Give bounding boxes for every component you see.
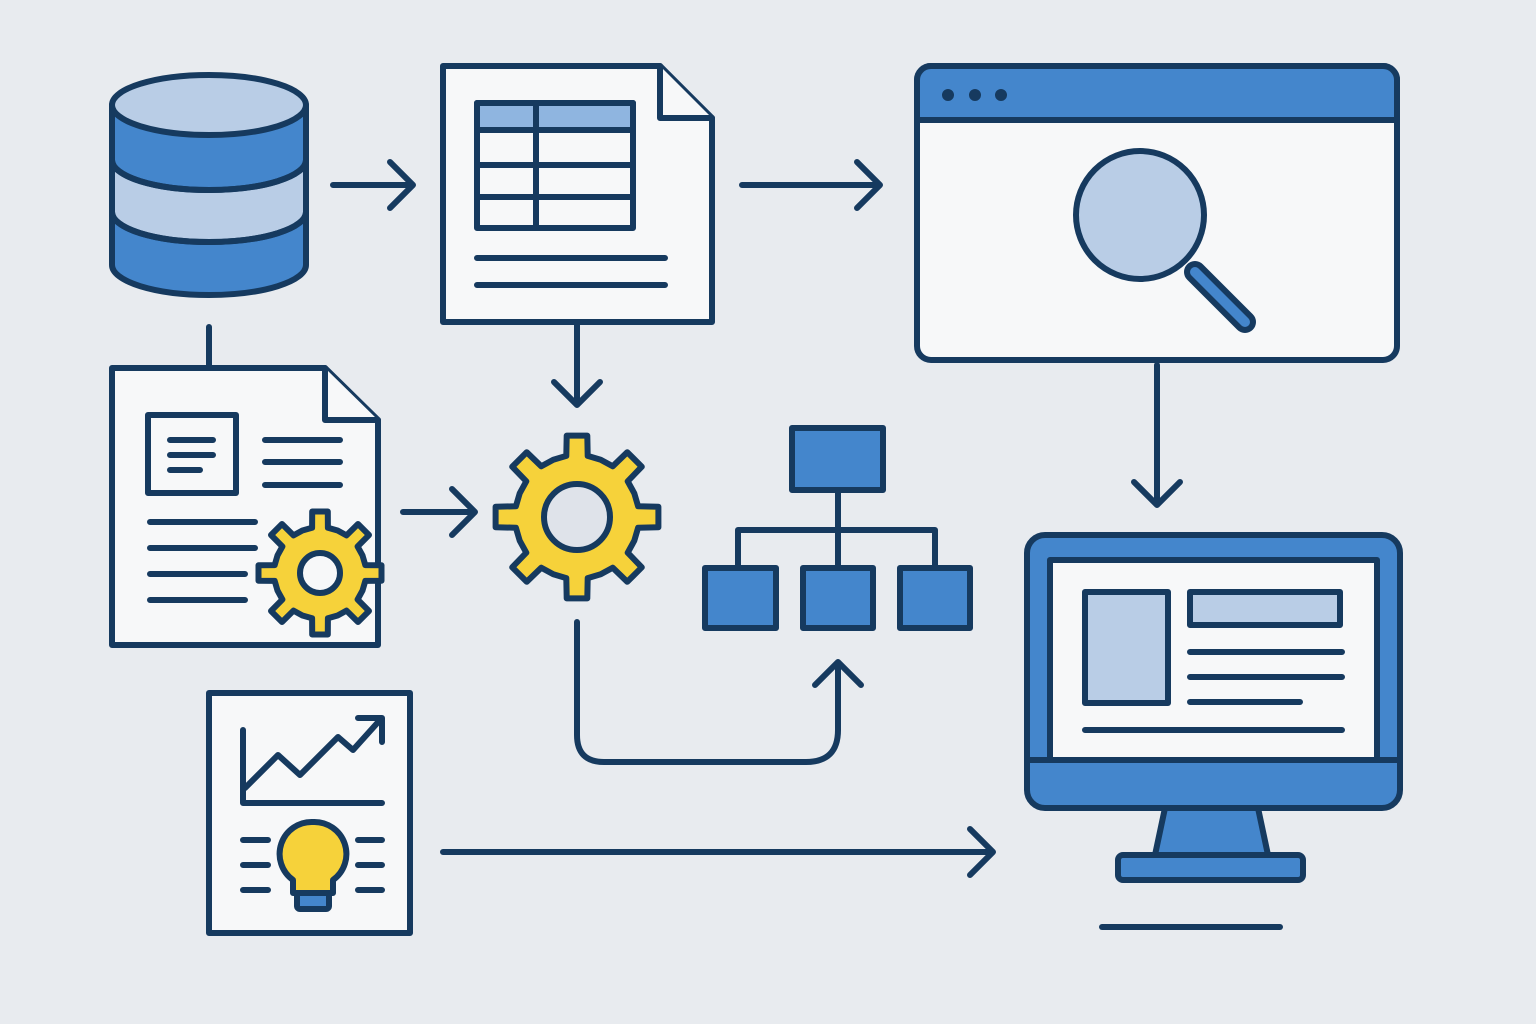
arrow-right-icon: [330, 159, 416, 211]
hierarchy-icon: [702, 425, 973, 631]
arrow-right-icon: [400, 486, 478, 538]
arrow-down-icon: [1131, 362, 1183, 508]
database-icon: [109, 72, 309, 298]
arrow-right-icon: [440, 826, 996, 878]
settings-document-icon: [109, 365, 385, 648]
gear-icon: [492, 432, 662, 602]
monitor-dashboard-icon: [1024, 532, 1403, 930]
arrow-down-icon: [551, 322, 603, 408]
browser-search-icon: [914, 63, 1400, 363]
curved-arrow-up-icon: [574, 619, 864, 765]
analytics-report-icon: [206, 690, 413, 936]
spreadsheet-document-icon: [440, 63, 715, 325]
arrow-right-icon: [739, 159, 883, 211]
